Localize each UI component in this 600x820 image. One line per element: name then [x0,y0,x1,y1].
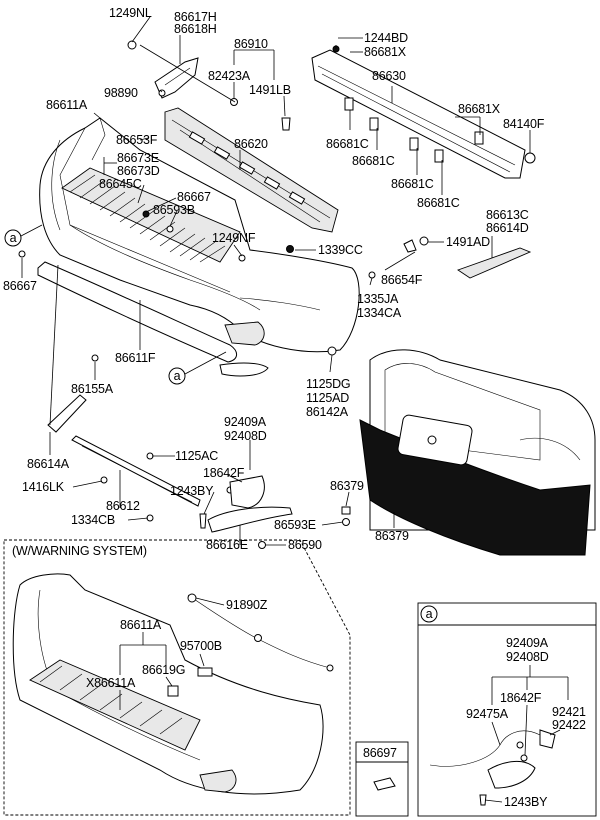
label-86612: 86612 [106,499,140,513]
label-86681C-a: 86681C [326,137,369,151]
leader-lines [21,16,569,803]
warning-system-title: (W/WARNING SYSTEM) [12,544,147,558]
label-1339CC: 1339CC [318,243,363,257]
label-86681C-b: 86681C [352,154,395,168]
label-86619G: 86619G [142,663,185,677]
label-86667-a: 86667 [177,190,211,204]
label-86681C-c: 86681C [391,177,434,191]
label-86681X-b: 86681X [458,102,501,116]
label-92408D-a: 92408D [506,650,549,664]
ref-mark-2: a [174,369,181,383]
label-86379-a: 86379 [330,479,364,493]
warning-system-panel [3,539,351,816]
label-92409A-a: 92409A [506,636,549,650]
label-1244BD: 1244BD [364,31,408,45]
label-1243BY-a: 1243BY [504,795,548,809]
bumper-beam [311,49,526,179]
label-86910: 86910 [234,37,268,51]
label-1416LK: 1416LK [22,480,65,494]
reference-markers: a a a [4,224,438,623]
label-86653F: 86653F [116,133,158,147]
label-1125DG: 1125DG [306,377,350,391]
label-86614A: 86614A [27,457,70,471]
rear-reflector [207,475,293,533]
part-labels: 1249NL 86617H 86618H 86910 1244BD 86681X… [3,6,586,809]
label-1249NL: 1249NL [109,6,152,20]
label-1491AD: 1491AD [446,235,490,249]
label-1243BY: 1243BY [170,484,214,498]
label-18642F-a: 18642F [500,691,542,705]
label-86613C: 86613C [486,208,529,222]
detail-ref-mark: a [426,607,433,621]
vehicle-rear-view [359,349,596,556]
part-box-86697 [355,741,409,817]
bumper-bracket-upper [154,57,199,99]
label-86616E: 86616E [206,538,248,552]
label-86155A: 86155A [71,382,114,396]
label-86379-b: 86379 [375,529,409,543]
label-1335JA: 1335JA [357,292,399,306]
lower-rail [71,435,201,507]
label-1334CA: 1334CA [357,306,402,320]
side-bracket [457,247,532,279]
label-86673E: 86673E [117,151,159,165]
label-92409A: 92409A [224,415,267,429]
label-86681C-d: 86681C [417,196,460,210]
label-98890: 98890 [104,86,138,100]
label-86611F: 86611F [115,351,156,365]
label-92475A: 92475A [466,707,509,721]
detail-a-box [417,602,597,817]
label-82423A: 82423A [208,69,251,83]
label-1125AC: 1125AC [175,449,218,463]
label-1334CB: 1334CB [71,513,115,527]
label-1125AD: 1125AD [306,391,349,405]
label-92422: 92422 [552,718,586,732]
label-86630: 86630 [372,69,406,83]
label-86611A: 86611A [46,98,88,112]
lower-bracket [47,264,87,433]
label-86667-b: 86667 [3,279,37,293]
label-86617H: 86617H [174,10,217,24]
label-86142A: 86142A [306,405,349,419]
label-86645C: 86645C [99,177,142,191]
label-84140F: 84140F [503,117,545,131]
label-86654F: 86654F [381,273,423,287]
label-86620: 86620 [234,137,268,151]
label-91890Z: 91890Z [226,598,268,612]
ref-mark-1: a [10,231,17,245]
label-18642F: 18642F [203,466,245,480]
label-86590: 86590 [288,538,322,552]
label-86593B: 86593B [153,203,195,217]
label-86697: 86697 [363,746,397,760]
label-92408D: 92408D [224,429,267,443]
label-X86611A: X86611A [86,676,136,690]
lower-skid-plate [37,261,269,377]
label-1491LB: 1491LB [249,83,291,97]
label-86611A-w: 86611A [120,618,162,632]
label-86673D: 86673D [117,164,160,178]
label-86614D: 86614D [486,221,529,235]
energy-absorber [164,107,339,233]
label-86681X-a: 86681X [364,45,407,59]
bumper-step-pad [61,167,241,263]
label-92421: 92421 [552,705,586,719]
label-95700B: 95700B [180,639,222,653]
label-86593E: 86593E [274,518,316,532]
label-1249NF: 1249NF [212,231,256,245]
label-86618H: 86618H [174,22,217,36]
